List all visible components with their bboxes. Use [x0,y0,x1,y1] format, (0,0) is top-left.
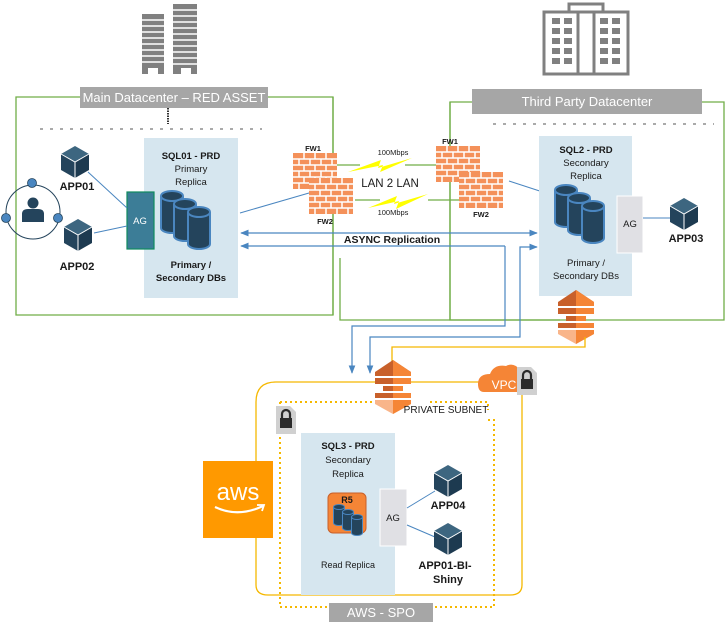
app01-server-icon [60,145,90,179]
fw2-right-firewall-icon [458,171,504,209]
fw1-left-label: FW1 [305,144,321,153]
third-party-building-icon [542,2,630,76]
lan-link-top-lightning-icon [348,158,412,172]
sql01-name: SQL01 - PRD [162,151,221,162]
app03-server-icon [669,197,699,231]
sql3-name: SQL3 - PRD [321,441,374,452]
app01-bi-shiny-server-icon [433,522,463,556]
rds-database-icon: R5 [327,492,367,536]
app02-label: APP02 [60,261,95,273]
sql01-ag-label: AG [133,216,147,227]
app04-label: APP04 [431,500,467,512]
sql2-ag-label: AG [623,219,637,230]
sql2-db-line2: Secondary DBs [553,271,619,282]
sql3-role-line2: Replica [332,469,364,480]
vpc-label: VPC [492,378,517,392]
private-subnet-label: PRIVATE SUBNET [404,405,489,416]
main-datacenter-border [15,96,334,316]
sql2-name: SQL2 - PRD [559,145,612,156]
async-replication-label: ASYNC Replication [344,234,440,246]
subnet-lock-icon [274,404,298,436]
third-party-datacenter-title: Third Party Datacenter [522,94,653,109]
aws-logo: aws [203,461,273,538]
third-party-datacenter-border [449,101,725,321]
main-datacenter-banner: Main Datacenter – RED ASSET [80,87,268,108]
bandwidth-top-label: 100Mbps [378,148,409,157]
app04-server-icon [433,464,463,498]
private-subnet-border [279,401,495,608]
main-datacenter-building-icon [142,4,197,74]
app02-server-icon [63,218,93,252]
aws-logo-text: aws [217,479,260,506]
app01-label: APP01 [60,181,95,193]
sql2-availability-group: AG [616,195,644,254]
aws-spo-title: AWS - SPO [347,605,415,620]
sql3-availability-group: AG [379,488,408,547]
fw2-left-firewall-icon [308,177,354,215]
sql3-db-label: Read Replica [321,560,375,570]
sql01-db-line2: Secondary DBs [156,273,226,284]
sql2-role-line2: Replica [570,171,602,182]
fw2-right-label: FW2 [473,210,489,219]
app01-bi-label-line2: Shiny [433,574,464,586]
app03-label: APP03 [669,233,704,245]
sql01-role-line2: Replica [175,177,207,188]
bandwidth-bottom-label: 100Mbps [378,208,409,217]
sql01-db-line1: Primary / [171,260,212,271]
sql3-ag-label: AG [386,513,400,524]
sql2-role-line1: Secondary [563,158,609,169]
sql3-role-line1: Secondary [325,455,371,466]
vpc-lock-icon [515,365,539,397]
rds-label: R5 [341,495,353,505]
app01-bi-label-line1: APP01-BI- [418,560,472,572]
fw2-left-label: FW2 [317,217,333,226]
sql01-role-line1: Primary [175,164,208,175]
main-datacenter-title: Main Datacenter – RED ASSET [83,90,266,105]
lan-link-bottom-lightning-icon [368,194,428,209]
fw1-right-label: FW1 [442,137,458,146]
third-party-datacenter-banner: Third Party Datacenter [472,89,702,114]
aws-spo-banner: AWS - SPO [329,603,433,622]
lan-to-lan-label: LAN 2 LAN [361,178,419,190]
third-party-vpn-gateway-icon [558,290,594,344]
user-group-icon [1,178,63,240]
sql01-availability-group: AG [126,191,155,250]
sql2-db-line1: Primary / [567,258,605,269]
